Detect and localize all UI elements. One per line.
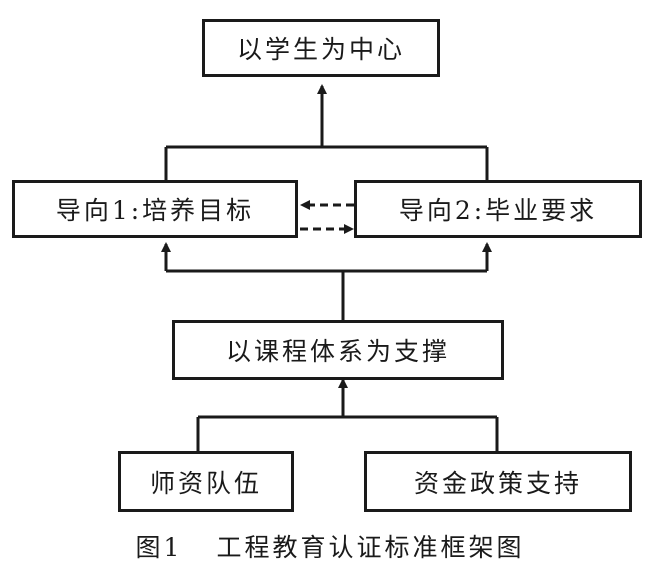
node-student-centered: 以学生为中心 <box>202 19 440 77</box>
connector-supports-to-curriculum <box>196 378 499 451</box>
node-orientation-training-goals: 导向1:培养目标 <box>12 180 298 238</box>
connector-curriculum-to-orientations <box>161 242 492 320</box>
node-faculty: 师资队伍 <box>118 451 294 512</box>
connector-orientation-mutual <box>300 200 354 234</box>
figure-number: 图1 <box>135 533 183 562</box>
figure-title: 工程教育认证标准框架图 <box>216 533 525 562</box>
figure-caption: 图1 工程教育认证标准框架图 <box>0 528 660 564</box>
node-orientation-graduation-requirements: 导向2:毕业要求 <box>354 180 642 238</box>
node-funding-policy: 资金政策支持 <box>364 451 632 512</box>
node-curriculum-support: 以课程体系为支撑 <box>172 320 504 380</box>
connector-orientations-to-center <box>164 84 489 183</box>
